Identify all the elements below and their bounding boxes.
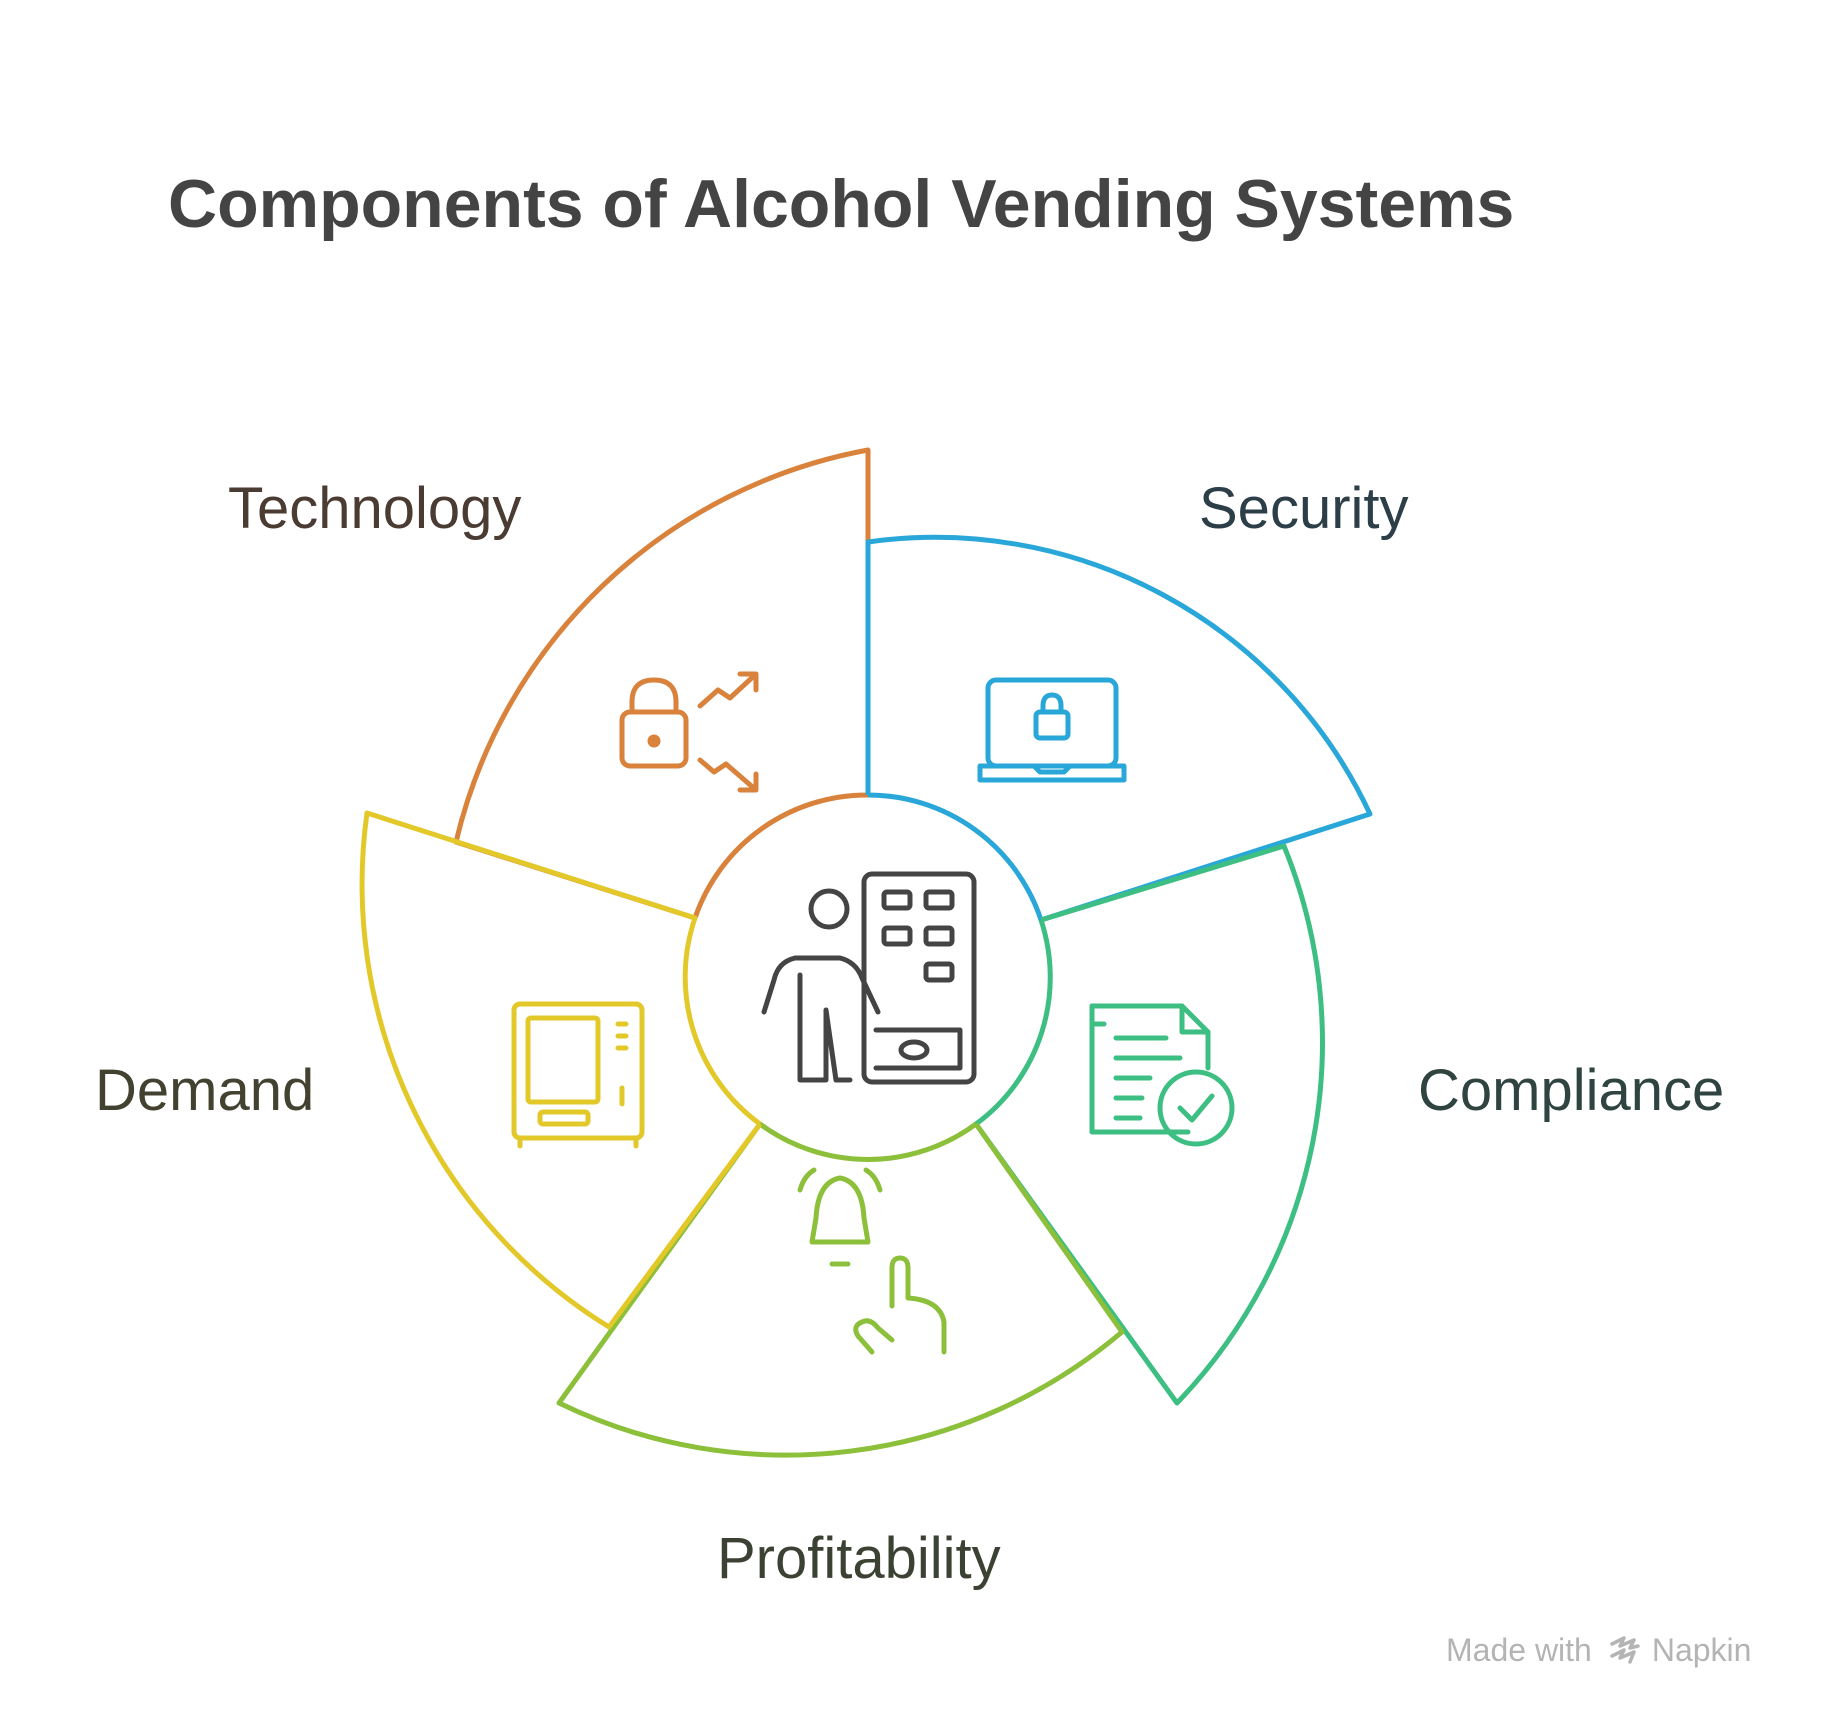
watermark-prefix: Made with — [1446, 1632, 1592, 1668]
diagram-title: Components of Alcohol Vending Systems — [168, 166, 1515, 242]
segment-label-compliance: Compliance — [1418, 1058, 1725, 1123]
segment-security — [865, 534, 1373, 923]
segment-profitability — [556, 1121, 1125, 1458]
napkin-logo-icon — [1610, 1635, 1640, 1664]
segment-compliance — [973, 843, 1325, 1406]
segment-demand — [359, 810, 763, 1330]
lock-trend-arrows-icon — [619, 671, 759, 793]
person-at-vending-machine-icon — [761, 871, 977, 1085]
watermark-brand: Napkin — [1651, 1632, 1752, 1668]
bell-hand-touch-icon — [797, 1167, 947, 1355]
vending-machine-icon — [511, 1001, 645, 1149]
segment-label-security: Security — [1199, 476, 1409, 541]
document-check-icon — [1089, 1003, 1235, 1147]
segment-technology — [453, 447, 871, 921]
segment-label-demand: Demand — [95, 1058, 315, 1123]
segment-label-technology: Technology — [228, 476, 522, 541]
napkin-watermark[interactable]: Made with Napkin — [1446, 1632, 1751, 1669]
segment-label-profitability: Profitability — [717, 1526, 1001, 1591]
laptop-lock-icon — [977, 677, 1127, 783]
